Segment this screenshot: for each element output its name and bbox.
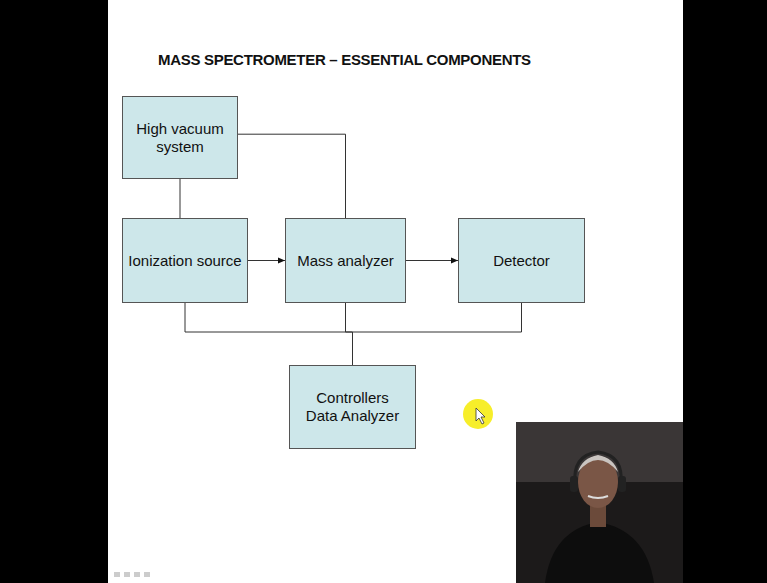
box-label: Detector: [493, 252, 550, 270]
connector-line: [238, 134, 346, 218]
process-box: Detector: [458, 218, 585, 303]
box-label: Ionization source: [128, 252, 241, 270]
flow-arrow: [248, 260, 285, 261]
connector-line: [185, 303, 353, 365]
mouse-cursor: [476, 408, 485, 424]
vacuum-box: High vacuum system: [122, 96, 238, 179]
connector-line: [180, 179, 181, 218]
connector-line: [346, 303, 353, 365]
flow-arrow: [406, 260, 458, 261]
box-label: Controllers Data Analyzer: [301, 389, 405, 425]
box-label: High vacuum system: [133, 120, 228, 156]
connector-line: [353, 303, 522, 365]
cursor-highlight: [463, 399, 493, 429]
control-box: Controllers Data Analyzer: [289, 365, 416, 449]
process-box: Ionization source: [122, 218, 248, 303]
slide-title: MASS SPECTROMETER – ESSENTIAL COMPONENTS: [158, 51, 531, 68]
process-box: Mass analyzer: [285, 218, 406, 303]
presenter-video: [516, 422, 683, 583]
slide-controls: [114, 572, 150, 577]
box-label: Mass analyzer: [297, 252, 394, 270]
